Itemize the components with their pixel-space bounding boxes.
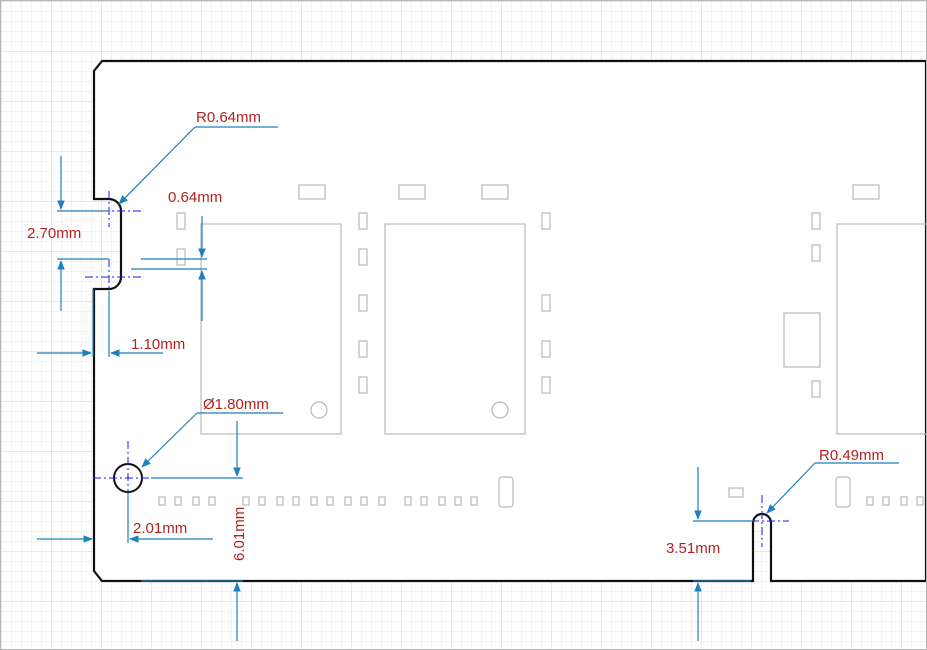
smd-pad <box>728 487 744 498</box>
smd-pad <box>358 340 368 358</box>
dim-notch-height: 2.70mm <box>27 225 81 242</box>
smd-pad <box>852 184 880 200</box>
smd-pad <box>811 244 821 262</box>
smd-pad <box>176 212 186 230</box>
smd-pad <box>811 212 821 230</box>
component-footprints <box>158 184 926 508</box>
smd-pad <box>326 496 334 506</box>
dim-notch-depth-offset: 0.64mm <box>168 189 222 206</box>
smd-pad <box>174 496 182 506</box>
ic-footprint <box>200 223 342 435</box>
smd-pad <box>344 496 352 506</box>
smd-pad <box>541 340 551 358</box>
smd-pad <box>358 248 368 266</box>
smd-pad <box>398 184 426 200</box>
smd-component <box>498 476 514 508</box>
smd-pad <box>208 496 216 506</box>
smd-pad <box>298 184 326 200</box>
dim-notch-width: 1.10mm <box>131 336 185 353</box>
smd-pad <box>176 248 186 266</box>
smd-pad <box>811 380 821 398</box>
dim-slot-radius: R0.49mm <box>819 447 884 464</box>
smd-pad <box>882 496 890 506</box>
smd-pad <box>292 496 300 506</box>
smd-pad <box>276 496 284 506</box>
dim-hole-diameter: Ø1.80mm <box>203 396 269 413</box>
pin1-marker-icon <box>491 401 509 419</box>
smd-pad <box>310 496 318 506</box>
smd-component <box>783 312 821 368</box>
smd-pad <box>420 496 428 506</box>
smd-pad <box>258 496 266 506</box>
ic-footprint <box>384 223 526 435</box>
smd-component <box>835 476 851 508</box>
smd-pad <box>378 496 386 506</box>
smd-pad <box>438 496 446 506</box>
smd-pad <box>916 496 924 506</box>
smd-pad <box>358 376 368 394</box>
dim-hole-x-offset: 2.01mm <box>133 520 187 537</box>
center-lines <box>85 191 789 547</box>
pin1-marker-icon <box>310 401 328 419</box>
smd-pad <box>454 496 462 506</box>
smd-pad <box>481 184 509 200</box>
smd-pad <box>358 212 368 230</box>
smd-pad <box>900 496 908 506</box>
smd-pad <box>358 294 368 312</box>
dim-slot-depth: 3.51mm <box>666 540 720 557</box>
smd-pad <box>242 496 250 506</box>
smd-pad <box>866 496 874 506</box>
pcb-board-outline <box>92 59 926 583</box>
dim-hole-y-offset: 6.01mm <box>231 507 248 561</box>
smd-pad <box>470 496 478 506</box>
dim-notch-radius: R0.64mm <box>196 109 261 126</box>
smd-pad <box>158 496 166 506</box>
smd-pad <box>404 496 412 506</box>
dimension-lines <box>37 126 899 641</box>
ic-footprint <box>836 223 926 435</box>
smd-pad <box>192 496 200 506</box>
smd-pad <box>360 496 368 506</box>
smd-pad <box>541 294 551 312</box>
smd-pad <box>541 212 551 230</box>
smd-pad <box>541 376 551 394</box>
